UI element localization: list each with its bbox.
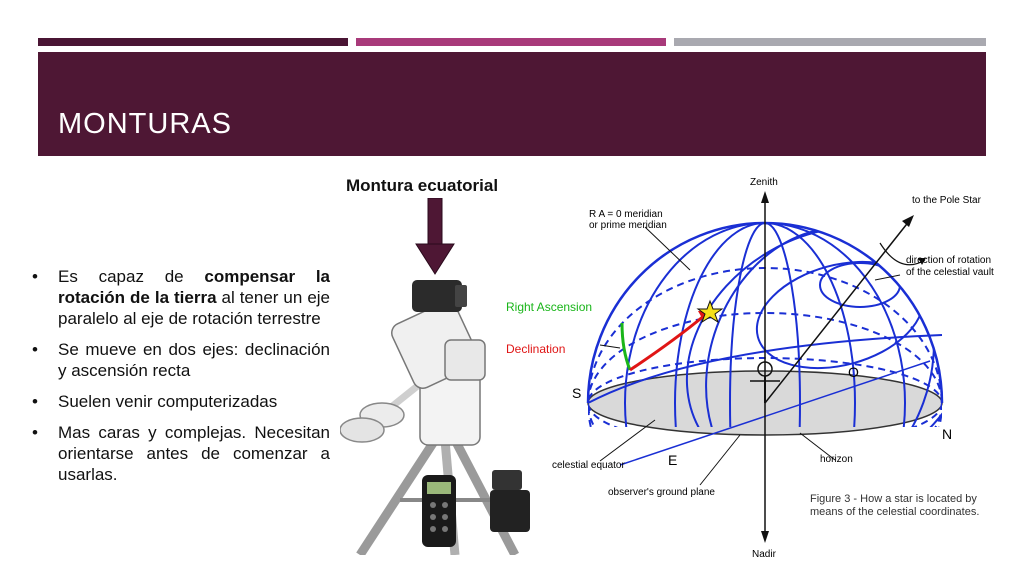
bullet-item: Se mueve en dos ejes: declinación y asce… <box>30 339 330 381</box>
label-ground-plane: observer's ground plane <box>608 487 715 498</box>
bullet-list: Es capaz de compensar la rotación de la … <box>30 266 330 495</box>
figure-caption-1: Figure 3 - How a star is located by <box>810 493 977 505</box>
bullet-item: Mas caras y complejas. Necesitan orienta… <box>30 422 330 485</box>
label-ra0: R A = 0 meridian <box>589 209 663 220</box>
label-south: S <box>572 385 581 401</box>
telescope-mount-image <box>340 280 530 555</box>
label-rotation-2: of the celestial vault <box>906 267 994 278</box>
slide-title: MONTURAS <box>58 108 232 140</box>
label-horizon: horizon <box>820 454 853 465</box>
accent-bar-3 <box>674 38 986 46</box>
down-arrow-icon <box>415 198 455 275</box>
bullet-item: Es capaz de compensar la rotación de la … <box>30 266 330 329</box>
label-right-ascension: Right Ascension <box>506 300 592 314</box>
declination-arc <box>629 313 706 372</box>
accent-bar-1 <box>38 38 348 46</box>
image-caption: Montura ecuatorial <box>346 176 499 195</box>
celestial-sphere-diagram: Zenith to the Pole Star R A = 0 meridian… <box>506 177 994 560</box>
label-declination: Declination <box>506 342 565 356</box>
figure-caption-2: means of the celestial coordinates. <box>810 506 979 518</box>
accent-bar-2 <box>356 38 666 46</box>
star-icon <box>696 299 724 324</box>
label-west: O <box>848 364 859 380</box>
label-north: N <box>942 426 952 442</box>
label-prime-meridian: or prime meridian <box>589 220 667 231</box>
label-east: E <box>668 452 677 468</box>
label-nadir: Nadir <box>752 549 777 560</box>
right-ascension-arc <box>620 322 632 371</box>
title-banner: MONTURAS <box>38 52 986 156</box>
label-celestial-equator: celestial equator <box>552 460 625 471</box>
label-rotation-1: direction of rotation <box>906 255 991 266</box>
label-zenith: Zenith <box>750 177 778 188</box>
label-pole-star: to the Pole Star <box>912 195 982 206</box>
bullet-item: Suelen venir computerizadas <box>30 391 330 412</box>
